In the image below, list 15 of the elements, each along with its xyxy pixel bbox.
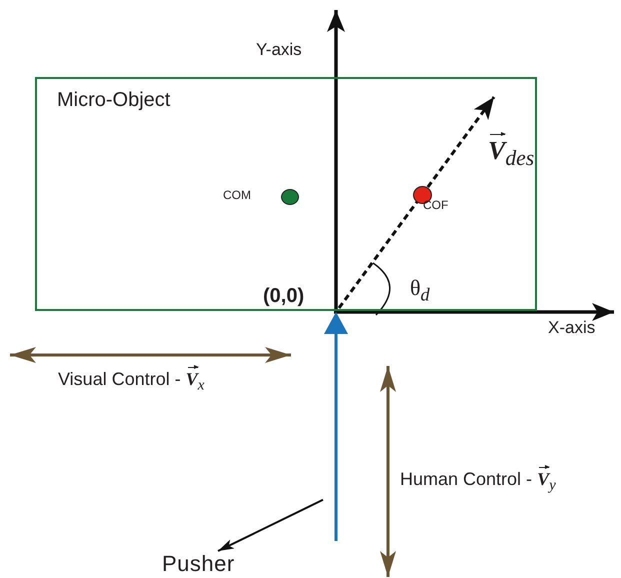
object-title: Micro-Object xyxy=(57,89,170,112)
point-label: COM xyxy=(223,188,251,202)
point-label: COF xyxy=(423,198,448,212)
control-label: Human Control - V$_{y}$ xyxy=(400,465,556,495)
origin-label: (0,0) xyxy=(263,285,304,308)
axis-label: Y-axis xyxy=(256,40,302,60)
object-outline xyxy=(35,77,537,311)
vector-label: V$_{des}$ xyxy=(488,132,534,172)
point-dot xyxy=(281,189,299,205)
leader-line xyxy=(218,498,324,552)
axis-label: X-axis xyxy=(548,318,596,338)
pusher-rod xyxy=(323,312,349,541)
pusher-label: Pusher xyxy=(162,551,242,577)
control-label: Visual Control - V$_{x}$ xyxy=(58,365,204,395)
angle-label: θ$_{d}$ xyxy=(410,275,430,306)
